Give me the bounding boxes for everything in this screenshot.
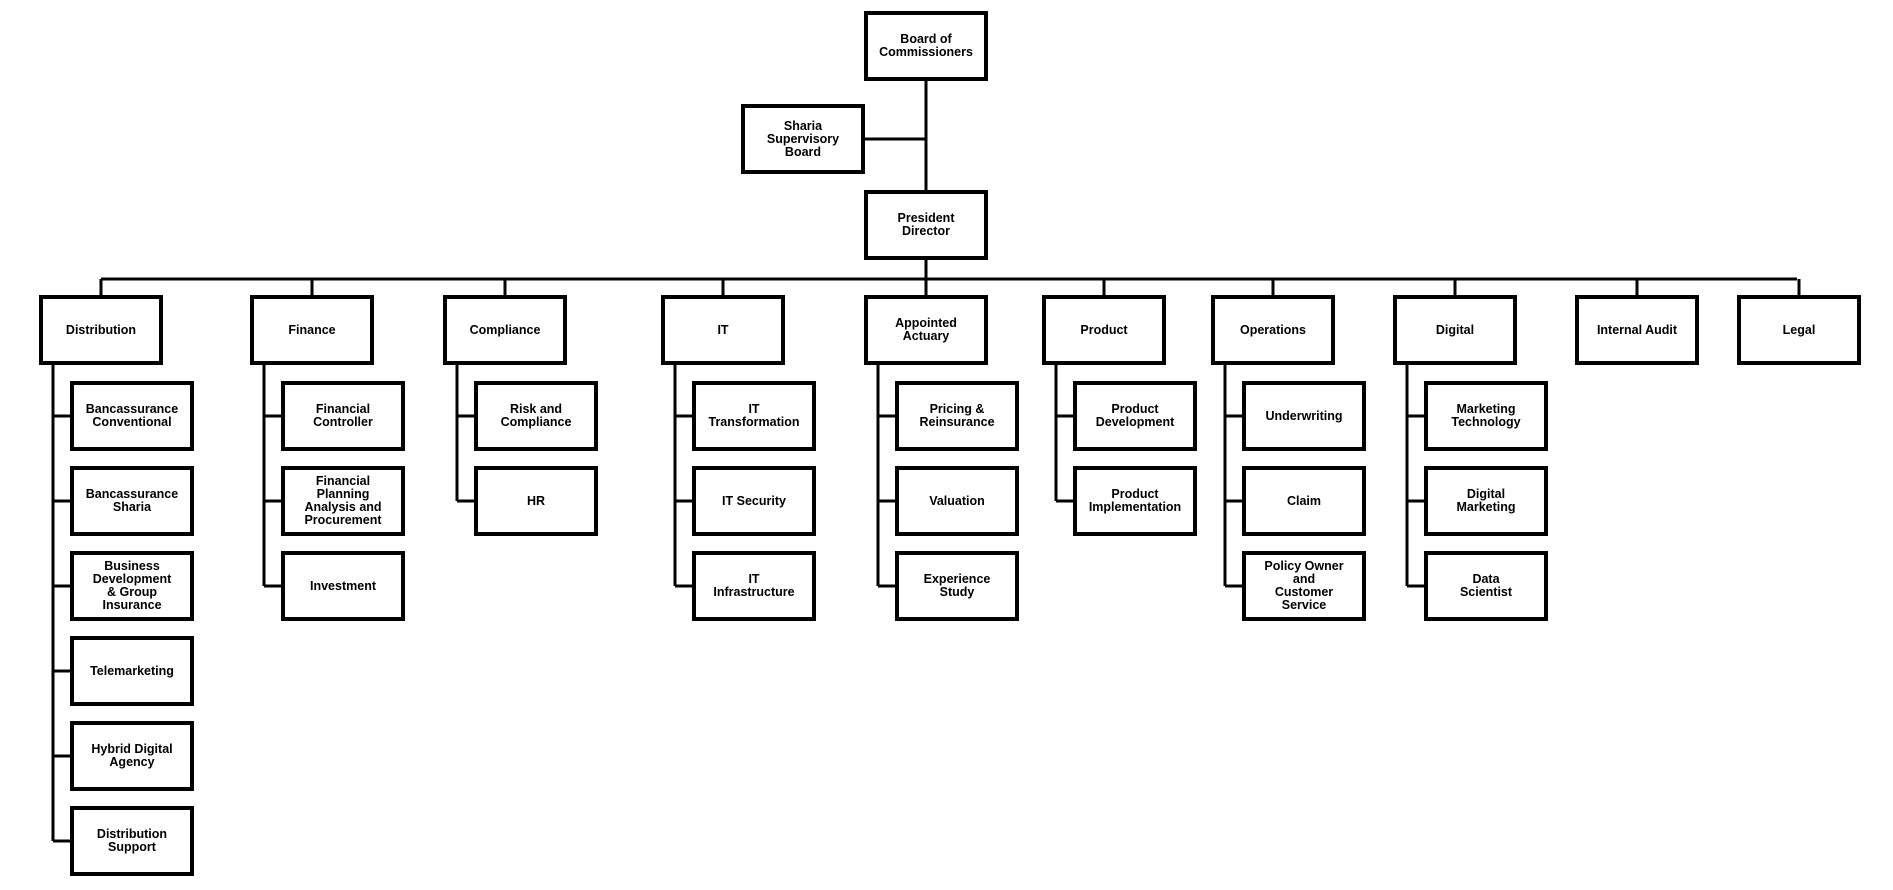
dept-box-legal: Legal bbox=[1737, 295, 1861, 365]
unit-box-telemarketing: Telemarketing bbox=[70, 636, 194, 706]
dept-box-appointed-actuary: Appointed Actuary bbox=[864, 295, 988, 365]
unit-box-risk-and-compliance: Risk and Compliance bbox=[474, 381, 598, 451]
dept-box-internal-audit: Internal Audit bbox=[1575, 295, 1699, 365]
unit-box-marketing-technology: Marketing Technology bbox=[1424, 381, 1548, 451]
board-of-commissioners-box: Board of Commissioners bbox=[864, 11, 988, 81]
unit-box-hybrid-digital-agency: Hybrid Digital Agency bbox=[70, 721, 194, 791]
unit-box-financial-controller: Financial Controller bbox=[281, 381, 405, 451]
unit-box-business-development-group-insurance: Business Development & Group Insurance bbox=[70, 551, 194, 621]
sharia-supervisory-board-box: Sharia Supervisory Board bbox=[741, 104, 865, 174]
unit-box-policy-owner-and-customer-service: Policy Owner and Customer Service bbox=[1242, 551, 1366, 621]
unit-box-underwriting: Underwriting bbox=[1242, 381, 1366, 451]
dept-box-operations: Operations bbox=[1211, 295, 1335, 365]
unit-box-claim: Claim bbox=[1242, 466, 1366, 536]
unit-box-bancassurance-sharia: Bancassurance Sharia bbox=[70, 466, 194, 536]
dept-box-distribution: Distribution bbox=[39, 295, 163, 365]
dept-box-product: Product bbox=[1042, 295, 1166, 365]
unit-box-it-transformation: IT Transformation bbox=[692, 381, 816, 451]
unit-box-digital-marketing: Digital Marketing bbox=[1424, 466, 1548, 536]
unit-box-bancassurance-conventional: Bancassurance Conventional bbox=[70, 381, 194, 451]
unit-box-experience-study: Experience Study bbox=[895, 551, 1019, 621]
unit-box-it-security: IT Security bbox=[692, 466, 816, 536]
unit-box-hr: HR bbox=[474, 466, 598, 536]
president-director-box: President Director bbox=[864, 190, 988, 260]
unit-box-investment: Investment bbox=[281, 551, 405, 621]
unit-box-distribution-support: Distribution Support bbox=[70, 806, 194, 876]
unit-box-financial-planning-analysis-and-procurement: Financial Planning Analysis and Procurem… bbox=[281, 466, 405, 536]
unit-box-it-infrastructure: IT Infrastructure bbox=[692, 551, 816, 621]
unit-box-valuation: Valuation bbox=[895, 466, 1019, 536]
unit-box-pricing-reinsurance: Pricing & Reinsurance bbox=[895, 381, 1019, 451]
unit-box-product-implementation: Product Implementation bbox=[1073, 466, 1197, 536]
dept-box-compliance: Compliance bbox=[443, 295, 567, 365]
unit-box-product-development: Product Development bbox=[1073, 381, 1197, 451]
dept-box-finance: Finance bbox=[250, 295, 374, 365]
dept-box-it: IT bbox=[661, 295, 785, 365]
dept-box-digital: Digital bbox=[1393, 295, 1517, 365]
unit-box-data-scientist: Data Scientist bbox=[1424, 551, 1548, 621]
